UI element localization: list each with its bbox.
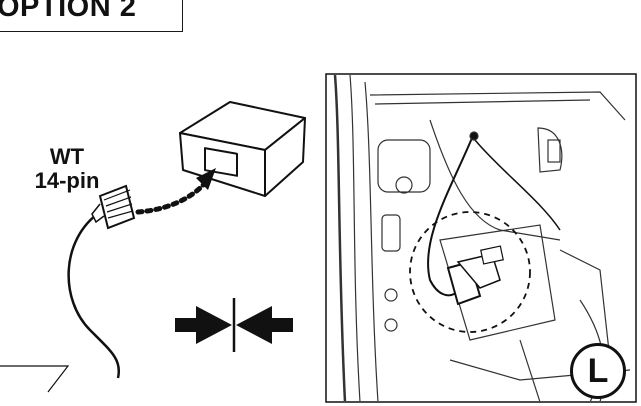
module-box-icon	[179, 101, 306, 197]
location-badge-letter: L	[587, 352, 609, 390]
title-box: OPTION 2	[0, 0, 183, 32]
page-title: OPTION 2	[0, 0, 137, 23]
connector-label: WT 14-pin	[22, 145, 112, 193]
location-badge-icon: L	[570, 343, 626, 399]
connector-plug-icon	[67, 184, 136, 379]
dotted-arrow-icon	[135, 168, 216, 215]
compress-arrows-icon	[175, 298, 293, 352]
connector-pin-count: 14-pin	[34, 168, 100, 193]
connector-name: WT	[49, 144, 85, 169]
callout-fragment	[0, 365, 70, 393]
